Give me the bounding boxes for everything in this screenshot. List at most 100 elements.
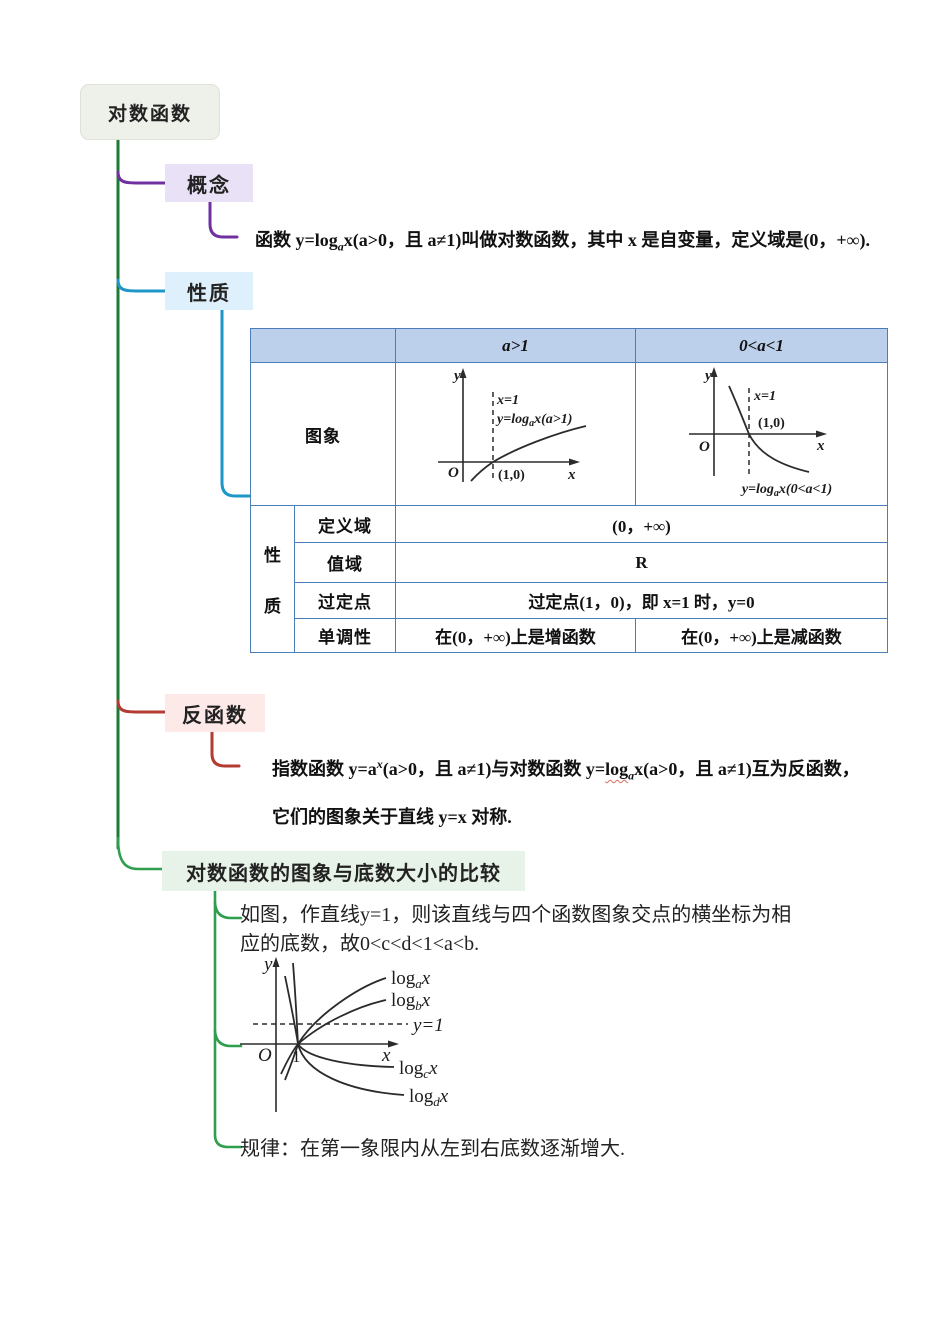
origin-label: O: [258, 1045, 272, 1066]
log-curve-increasing: [469, 424, 586, 482]
base: b: [415, 998, 422, 1013]
graph-a-lt-1: y x=1 (1,0) O x y=logax(0<a<1): [689, 366, 832, 499]
curve-log-d: [292, 962, 405, 1096]
header-empty-cell: [250, 328, 396, 363]
compare-description: 如图，作直线y=1，则该直线与四个函数图象交点的横坐标为相应的底数，故0<c<d…: [240, 904, 792, 955]
range-value: R: [395, 542, 888, 583]
x-axis-label: x: [816, 438, 825, 454]
concept-definition-text: 函数 y=logax(a>0，且 a≠1)叫做对数函数，其中 x 是自变量，定义…: [255, 226, 870, 255]
y-axis-arrow-icon: [272, 957, 280, 967]
monotonicity-row: 单调性 在(0，+∞)上是增函数 在(0，+∞)上是减函数: [251, 618, 888, 653]
curve-label-pre: y=log: [495, 412, 529, 427]
graph-a-lt-1-cell: y x=1 (1,0) O x y=logax(0<a<1): [635, 362, 888, 506]
curve-label-pre: y=log: [740, 482, 774, 497]
base: c: [423, 1066, 429, 1081]
range-row: 值域 R: [251, 542, 888, 583]
text-run: log: [605, 759, 629, 779]
point-one-label: 1: [292, 1047, 301, 1066]
compare-rule-text: 规律：在第一象限内从左到右底数逐渐增大.: [240, 1138, 625, 1160]
x-axis-label: x: [567, 467, 576, 483]
fn: log: [399, 1058, 424, 1079]
superscript-x: x: [376, 757, 383, 771]
property-table: a>1 0<a<1 图象 y x=1 y=logax(a>1) O (1,0): [250, 328, 888, 653]
text-run: (a>0，且 a≠1)与对数函数 y=: [382, 759, 606, 779]
curve-label: y=logax(a>1): [495, 412, 572, 429]
arg: x: [421, 968, 431, 989]
curve-label: y=logax(0<a<1): [740, 482, 832, 499]
fixed-point-label: 过定点: [294, 582, 396, 619]
fn: log: [391, 990, 416, 1011]
domain-value: (0，+∞): [395, 505, 888, 543]
text-run: x(a>0，且 a≠1)叫做对数函数，其中 x 是自变量，定义域是(0，+∞).: [343, 230, 870, 250]
branch-compare-desc: [213, 901, 243, 920]
origin-label: O: [448, 465, 459, 481]
spellcheck-underlined-run: loga: [605, 759, 634, 783]
text-run: x(a>0，且 a≠1)互为反函数，: [634, 759, 860, 779]
monotonicity-label: 单调性: [294, 618, 396, 653]
subscript-a: a: [628, 768, 635, 783]
branch-inverse: [116, 699, 167, 714]
arg: x: [439, 1086, 449, 1107]
curve-label-base: a: [529, 418, 534, 429]
line-y-1-label: y=1: [411, 1015, 444, 1036]
asymptote-label: x=1: [753, 389, 776, 404]
inverse-text-line2: 它们的图象关于直线 y=x 对称.: [272, 807, 512, 827]
node-property: 性质: [165, 272, 253, 310]
branch-concept-text: [208, 200, 239, 239]
curve-log-a: [280, 977, 387, 1075]
x-axis-arrow-icon: [816, 430, 827, 437]
branch-property-table: [220, 308, 251, 498]
node-compare: 对数函数的图象与底数大小的比较: [162, 851, 525, 891]
curve-log-d-label: logdx: [409, 1086, 449, 1109]
curve-label-base: a: [774, 488, 779, 499]
y-axis-label: y: [703, 368, 712, 384]
fn: log: [409, 1086, 434, 1107]
fn: log: [391, 968, 416, 989]
origin-label: O: [699, 439, 710, 455]
table-header-row: a>1 0<a<1: [250, 328, 888, 363]
curve-log-c-label: logcx: [399, 1058, 438, 1081]
arg: x: [428, 1058, 438, 1079]
node-concept: 概念: [165, 164, 253, 202]
y-axis-arrow-icon: [710, 366, 718, 377]
range-label: 值域: [294, 542, 396, 583]
node-inverse: 反函数: [165, 694, 265, 732]
base-comparison-graph: y O 1 x y=1 logax logbx logcx logdx: [240, 954, 449, 1112]
base: d: [433, 1094, 440, 1109]
branch-property: [116, 278, 167, 293]
root-node: 对数函数: [80, 84, 220, 140]
x-axis-arrow-icon: [568, 458, 580, 465]
base: a: [415, 976, 422, 991]
side-label-bottom: 质: [264, 597, 281, 616]
monotonicity-decreasing: 在(0，+∞)上是减函数: [635, 618, 888, 653]
branch-compare: [116, 836, 164, 871]
point-label: (1,0): [498, 468, 525, 483]
curve-log-b-label: logbx: [391, 990, 431, 1013]
domain-row: 性 质 定义域 (0，+∞): [250, 505, 888, 653]
header-a-lt-1: 0<a<1: [635, 328, 888, 363]
x-axis-arrow-icon: [388, 1040, 399, 1048]
curve-log-a-label: logax: [391, 968, 431, 991]
curve-label-post: x(0<a<1): [778, 482, 832, 497]
log-curve-decreasing: [728, 385, 810, 473]
graph-row: 图象 y x=1 y=logax(a>1) O (1,0) x: [250, 362, 888, 506]
inverse-text-line1: 指数函数 y=ax(a>0，且 a≠1)与对数函数 y=logax(a>0，且 …: [272, 755, 860, 784]
curve-label-post: x(a>1): [533, 412, 572, 427]
header-a-gt-1: a>1: [395, 328, 636, 363]
arg: x: [421, 990, 431, 1011]
curve-log-b: [284, 999, 387, 1081]
y-axis-label: y: [262, 954, 273, 975]
branch-inverse-text: [210, 730, 241, 768]
fixed-point-row: 过定点 过定点(1，0)，即 x=1 时，y=0: [251, 582, 888, 619]
monotonicity-increasing: 在(0，+∞)上是增函数: [395, 618, 636, 653]
asymptote-label: x=1: [496, 393, 519, 408]
graph-a-gt-1: y x=1 y=logax(a>1) O (1,0) x: [437, 367, 586, 483]
text-run: 函数 y=log: [255, 230, 338, 250]
graph-a-gt-1-cell: y x=1 y=logax(a>1) O (1,0) x: [395, 362, 636, 506]
y-axis-arrow-icon: [459, 367, 466, 378]
text-run: 指数函数 y=a: [272, 759, 377, 779]
fixed-point-value: 过定点(1，0)，即 x=1 时，y=0: [395, 582, 888, 619]
y-axis-label: y: [452, 368, 461, 384]
side-label-cell: 性 质: [250, 505, 295, 653]
